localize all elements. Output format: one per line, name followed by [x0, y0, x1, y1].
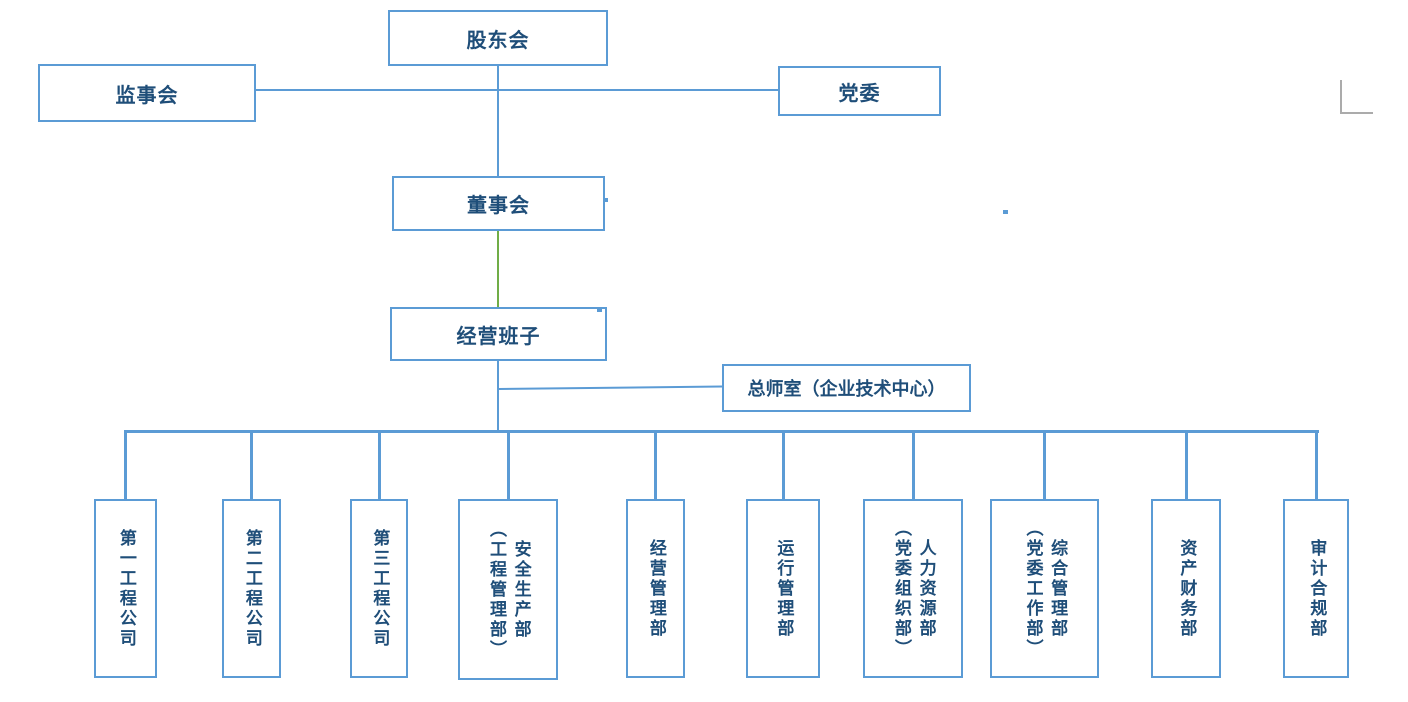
dept-label: 审计合规部 — [1307, 538, 1327, 639]
dept-label: 第一工程公司 — [116, 528, 136, 649]
artifact-gray-corner-horizontal — [1340, 112, 1373, 114]
dept-alt-label: （党委组织部） — [892, 518, 911, 659]
dept-label: 安全生产部 — [511, 539, 531, 640]
connector-board-to-management-green — [497, 229, 499, 309]
drop-dept-3 — [378, 432, 381, 499]
connector-supervisory-to-party — [256, 89, 778, 91]
artifact-nub-board-right-edge — [604, 198, 608, 202]
dept-asset-finance: 资产财务部 — [1151, 499, 1221, 678]
org-node-chief-engineer-office: 总师室（企业技术中心） — [722, 364, 971, 412]
dept-label: 经营管理部 — [646, 538, 666, 639]
drop-dept-5 — [654, 432, 657, 499]
dept-audit-compliance: 审计合规部 — [1283, 499, 1349, 678]
dept-label: 第二工程公司 — [242, 528, 262, 649]
artifact-blue-dot — [1003, 210, 1008, 214]
dept-alt-label: （工程管理部） — [487, 519, 506, 660]
org-node-chief-engineer-office-label: 总师室（企业技术中心） — [747, 379, 946, 399]
dept-label: 运行管理部 — [774, 538, 794, 639]
org-node-management-team-label: 经营班子 — [456, 325, 541, 348]
drop-dept-9 — [1185, 432, 1188, 499]
dept-engineering-co-2: 第二工程公司 — [222, 499, 281, 678]
org-node-board-of-directors-label: 董事会 — [467, 195, 530, 217]
drop-dept-10 — [1315, 432, 1318, 499]
org-node-shareholders-label: 股东会 — [466, 29, 530, 52]
connector-shareholders-to-board — [497, 64, 499, 178]
dept-label: 资产财务部 — [1177, 538, 1197, 639]
dept-general-management: 综合管理部（党委工作部） — [990, 499, 1099, 678]
dept-business-management: 经营管理部 — [626, 499, 685, 678]
dept-label: 人力资源部 — [916, 538, 936, 639]
org-node-party-committee: 党委 — [778, 66, 941, 116]
org-node-board-of-directors: 董事会 — [392, 176, 605, 231]
drop-dept-6 — [782, 432, 785, 499]
drop-dept-7 — [912, 432, 915, 499]
dept-engineering-co-1: 第一工程公司 — [94, 499, 157, 678]
drop-dept-2 — [250, 432, 253, 499]
drop-dept-4 — [507, 432, 510, 499]
dept-label: 第三工程公司 — [370, 528, 390, 649]
drop-dept-8 — [1043, 432, 1046, 499]
dept-label: 综合管理部 — [1048, 538, 1068, 639]
org-node-supervisory-board-label: 监事会 — [115, 84, 179, 107]
dept-operations-management: 运行管理部 — [746, 499, 820, 678]
org-node-management-team: 经营班子 — [390, 307, 607, 361]
dept-engineering-co-3: 第三工程公司 — [350, 499, 408, 678]
dept-alt-label: （党委工作部） — [1023, 518, 1043, 659]
org-node-shareholders: 股东会 — [388, 10, 608, 66]
artifact-nub-management-corner — [597, 309, 602, 312]
connector-branch-to-chief-engineer — [498, 385, 722, 390]
connector-bus — [124, 430, 1319, 433]
org-node-supervisory-board: 监事会 — [38, 64, 256, 122]
connector-management-to-bus — [497, 359, 499, 432]
org-node-party-committee-label: 党委 — [838, 82, 881, 105]
dept-human-resources: 人力资源部 （党委组织部） — [863, 499, 963, 678]
drop-dept-1 — [124, 432, 127, 499]
dept-safety-production: 安全生产部 （工程管理部） — [458, 499, 558, 680]
artifact-gray-corner-vertical — [1340, 80, 1342, 113]
